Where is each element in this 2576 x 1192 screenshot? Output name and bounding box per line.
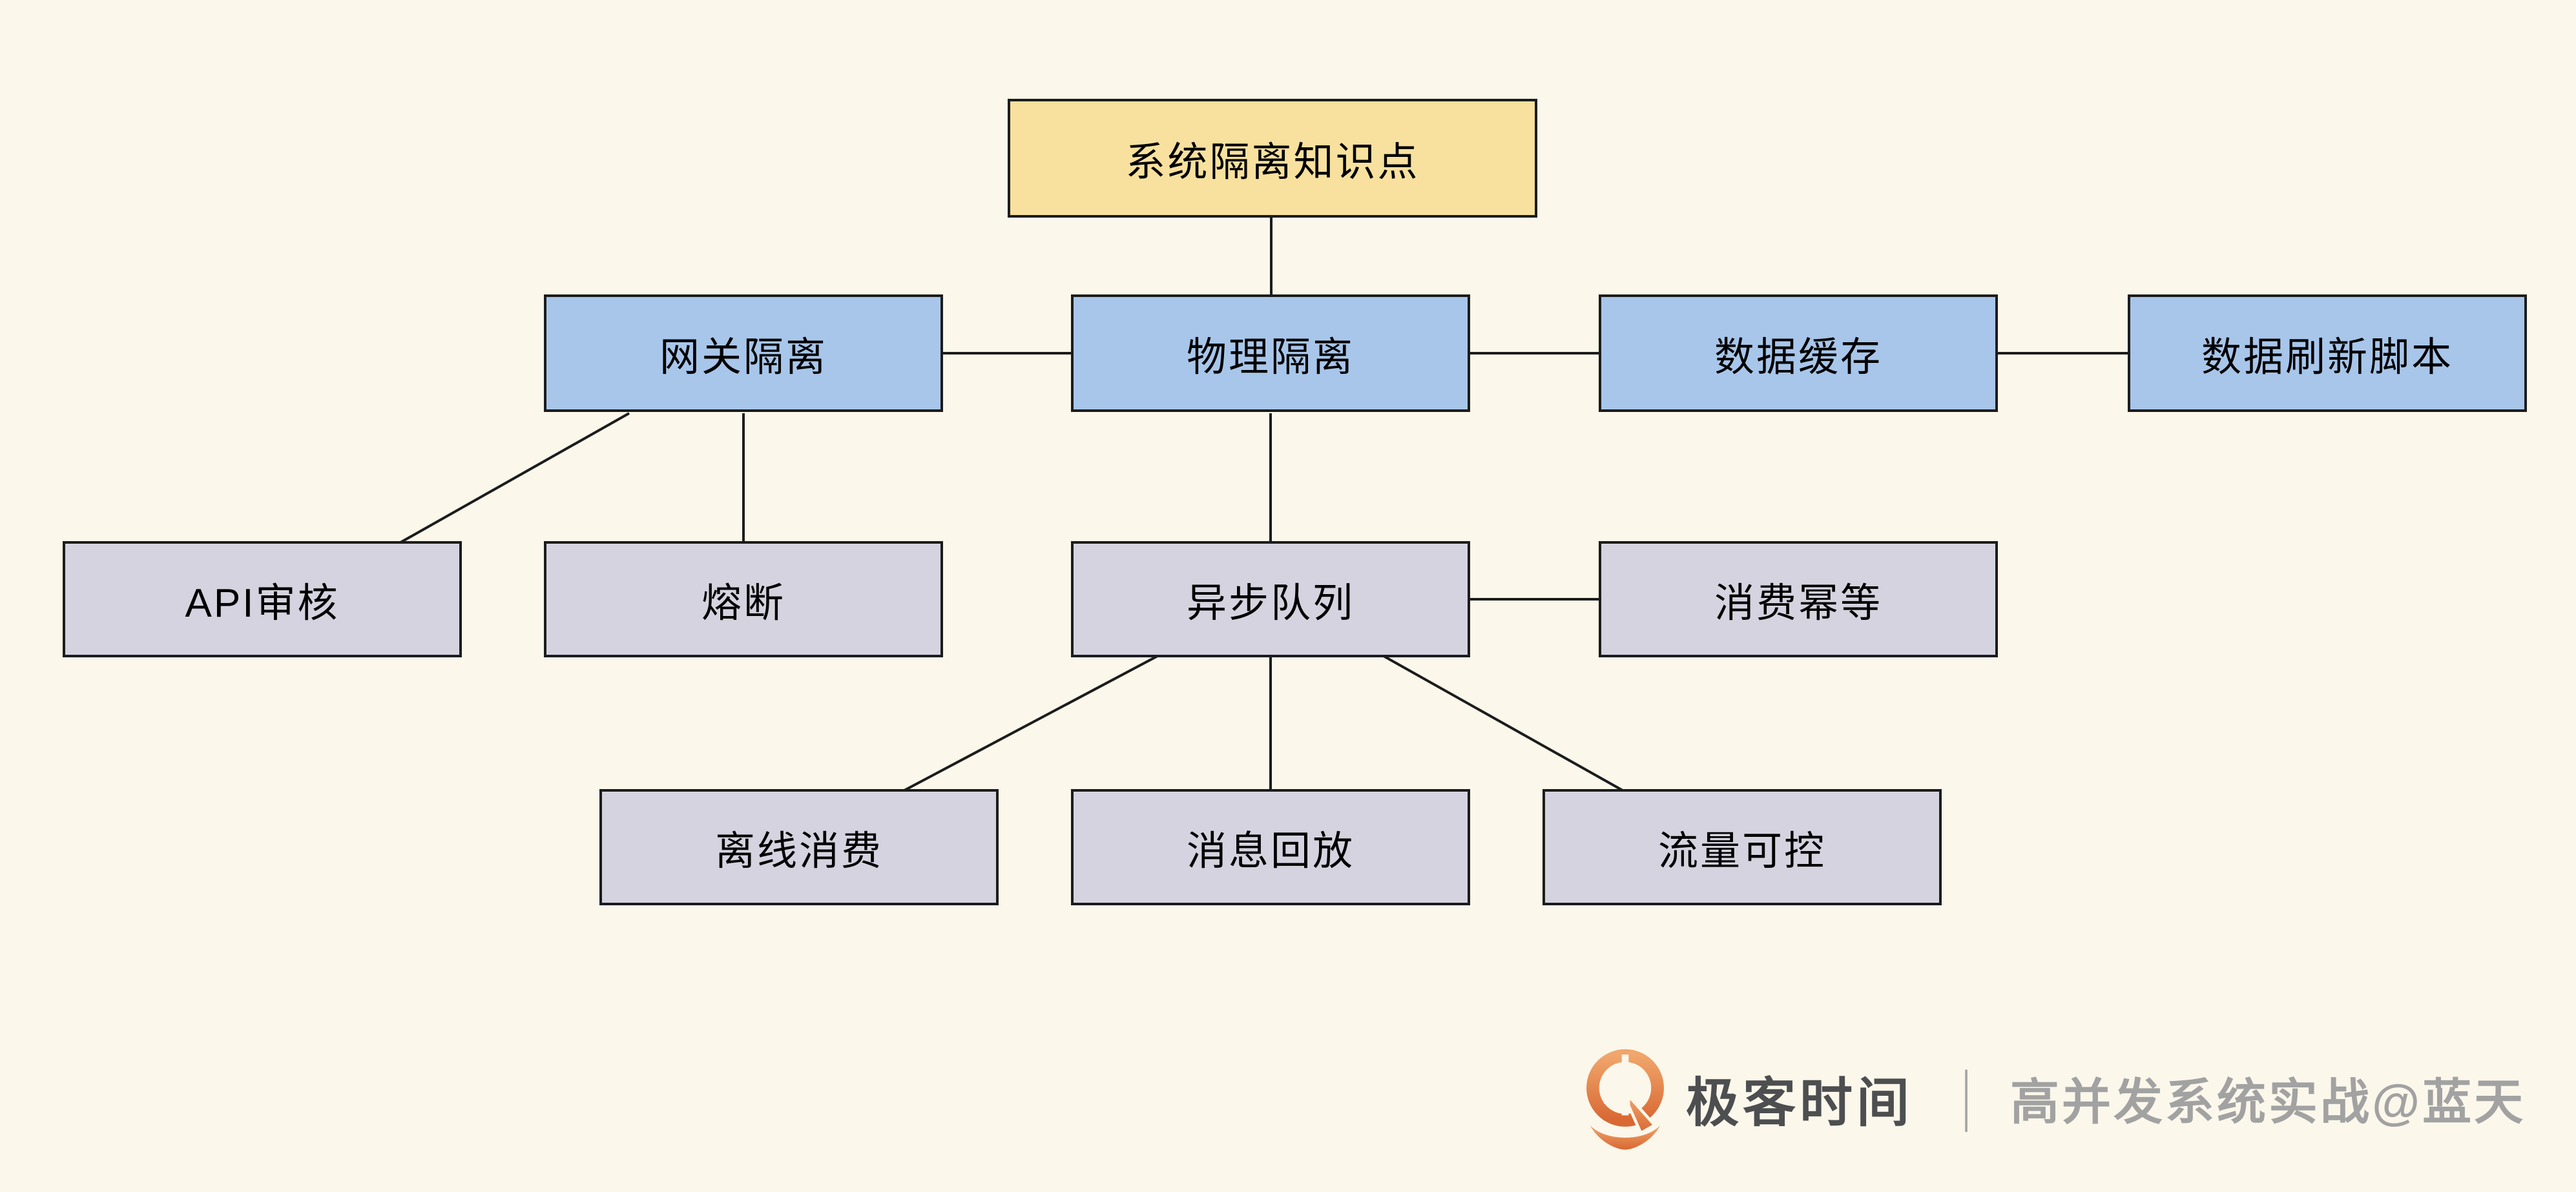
footer-divider: ｜ xyxy=(1939,1067,1994,1138)
node-api-review: API审核 xyxy=(63,541,462,657)
footer-watermark: 极客时间 ｜ 高并发系统实战@蓝天 xyxy=(1576,1033,2526,1162)
node-data-cache: 数据缓存 xyxy=(1599,294,1998,412)
node-message-replay: 消息回放 xyxy=(1071,789,1470,905)
node-data-refresh-script: 数据刷新脚本 xyxy=(2128,294,2527,412)
node-gateway-isolation: 网关隔离 xyxy=(544,294,943,412)
node-consume-idempotence: 消费幂等 xyxy=(1599,541,1998,657)
geektime-pin-logo-icon xyxy=(1586,1049,1664,1150)
node-async-queue: 异步队列 xyxy=(1071,541,1470,657)
footer-tagline-text: 高并发系统实战@蓝天 xyxy=(2010,1075,2526,1130)
node-root-system-isolation: 系统隔离知识点 xyxy=(1008,99,1537,218)
node-offline-consume: 离线消费 xyxy=(599,789,999,905)
node-circuit-breaker: 熔断 xyxy=(544,541,943,657)
footer-brand-text: 极客时间 xyxy=(1686,1073,1914,1133)
node-physical-isolation: 物理隔离 xyxy=(1071,294,1470,412)
node-flow-control: 流量可控 xyxy=(1542,789,1942,905)
